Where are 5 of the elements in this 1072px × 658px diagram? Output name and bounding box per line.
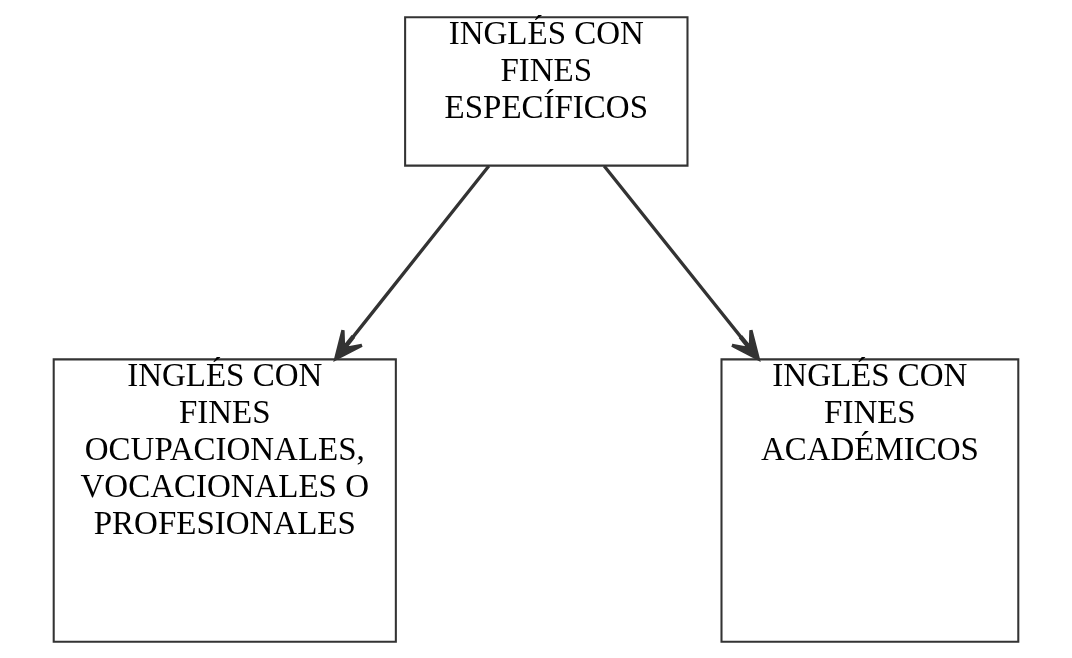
node-box: INGLÉS CON FINES ESPECÍFICOS (404, 15, 689, 167)
arrow (334, 164, 491, 360)
arrow (602, 164, 760, 360)
node-box: INGLÉS CON FINES OCUPACIONALES, VOCACIONALES O PROFESIONALES (52, 357, 397, 643)
node-box: INGLÉS CON FINES ACADÉMICOS (720, 357, 1020, 643)
